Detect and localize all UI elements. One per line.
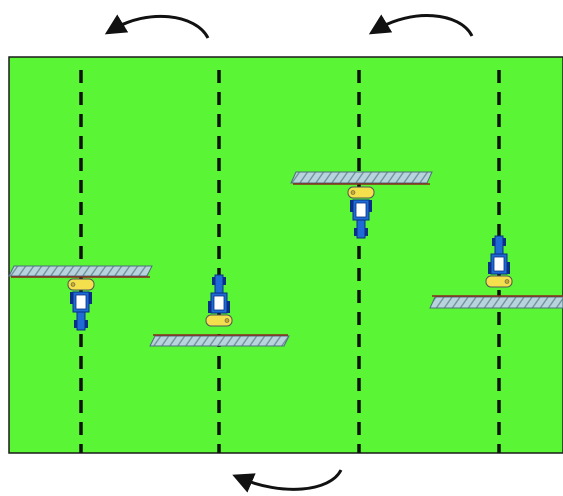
boom-4 <box>430 297 563 308</box>
boom-2 <box>150 336 289 346</box>
turn-arrow-top-left-icon <box>112 16 208 38</box>
boom-1 <box>9 266 152 276</box>
boom-3 <box>291 172 432 183</box>
turn-arrow-top-right-icon <box>376 16 472 36</box>
field <box>9 57 563 453</box>
turn-arrow-bottom-icon <box>240 470 341 489</box>
